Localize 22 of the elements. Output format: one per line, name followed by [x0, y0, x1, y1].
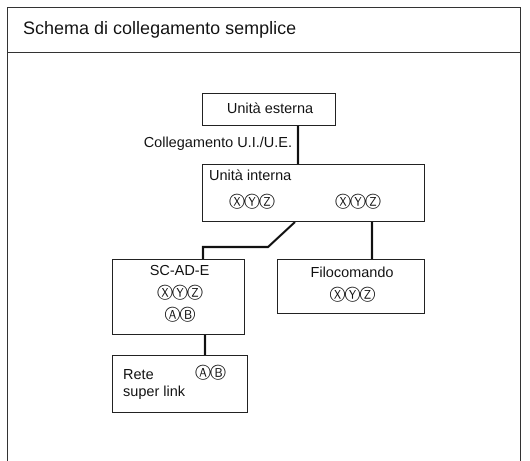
outdoor-unit-box — [202, 93, 336, 126]
connector-line — [202, 221, 296, 259]
node-label: Filocomando — [309, 265, 394, 282]
edge-label: Collegamento U.I./U.E. — [144, 135, 292, 152]
node-label: Unità esterna — [226, 101, 314, 118]
terminal-labels: ⓍⓎⓏ — [328, 286, 376, 303]
node-label: Unità interna — [209, 168, 292, 185]
terminal-labels: ⒶⒷ — [195, 364, 225, 381]
connector-line — [296, 126, 300, 164]
terminal-labels: ⓍⓎⓏ — [229, 193, 274, 210]
connector-line — [204, 335, 206, 355]
indoor-unit-box — [202, 164, 425, 222]
interface-box — [112, 259, 245, 335]
connector-line — [370, 222, 374, 259]
node-label: SC-AD-E — [148, 263, 210, 280]
terminal-labels: ⓍⓎⓏ — [335, 193, 380, 210]
remote-control-box — [277, 259, 425, 314]
network-box — [112, 355, 248, 413]
terminal-labels: ⒶⒷ — [164, 306, 196, 323]
terminal-labels: ⓍⓎⓏ — [156, 284, 204, 301]
node-label: Rete super link — [123, 367, 186, 401]
panel-title: Schema di collegamento semplice — [23, 18, 296, 39]
